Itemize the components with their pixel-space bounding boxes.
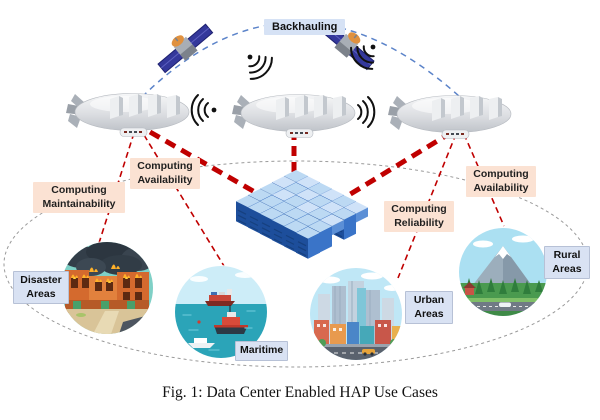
hap-airship-icon <box>65 93 190 137</box>
wireless-signal-icon <box>236 43 278 85</box>
computing-availability-left-label: Computing Availability <box>130 158 200 190</box>
backhauling-label: Backhauling <box>264 19 346 35</box>
computing-maintainability-label: Computing Maintainability <box>33 182 125 214</box>
rural-areas-image <box>459 228 547 316</box>
maritime-label: Maritime <box>235 341 289 361</box>
rural-areas-label: Rural Areas <box>544 246 590 280</box>
figure-caption: Fig. 1: Data Center Enabled HAP Use Case… <box>162 384 438 401</box>
diagram-vector-layer <box>3 13 589 368</box>
data-center-racks-icon <box>236 170 368 259</box>
hap-airship-icon <box>387 95 512 139</box>
disaster-areas-image <box>61 242 153 334</box>
wireless-signal-icon <box>190 94 218 126</box>
urban-areas-image <box>310 268 402 360</box>
computing-reliability-label: Computing Reliability <box>384 201 454 233</box>
hap-airship-icon <box>231 94 356 138</box>
computing-availability-right-label: Computing Availability <box>466 166 536 198</box>
satellite-icon <box>151 16 216 77</box>
urban-areas-label: Urban Areas <box>405 291 453 325</box>
disaster-areas-label: Disaster Areas <box>13 271 69 305</box>
